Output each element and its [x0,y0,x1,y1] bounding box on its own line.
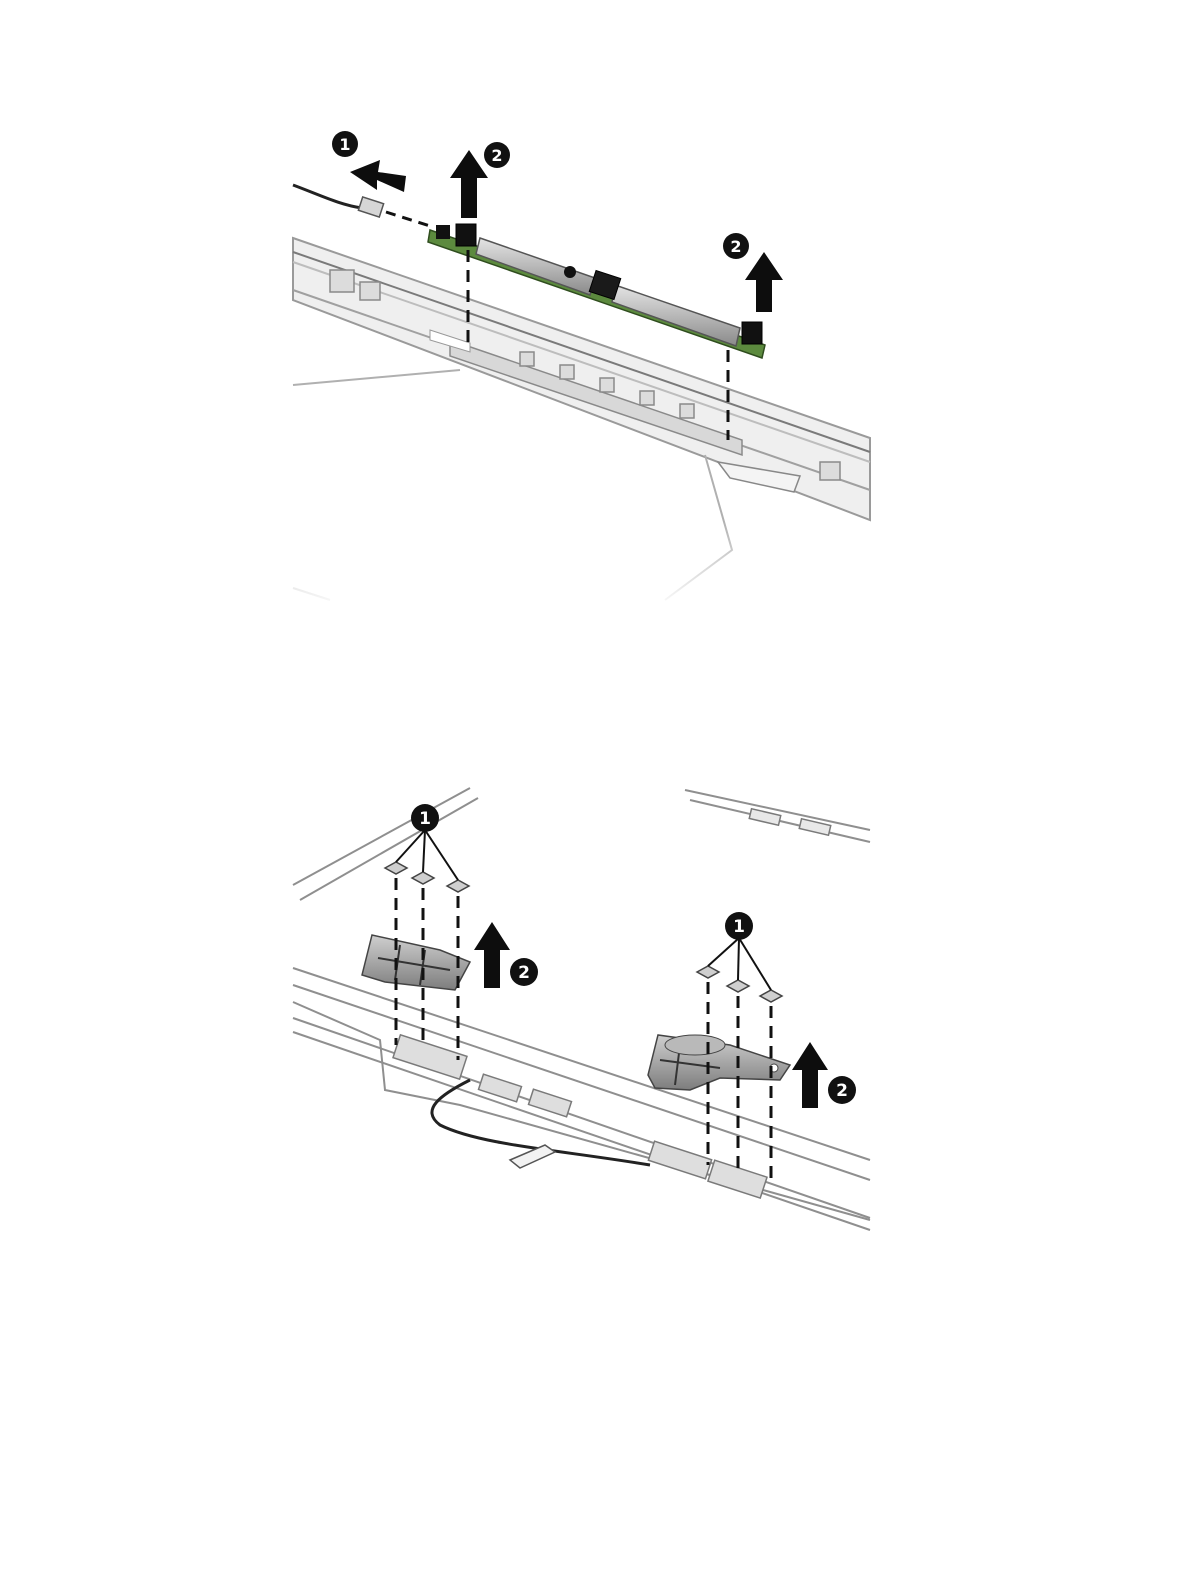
display-frame [293,788,870,1230]
camera-cable [293,185,430,226]
hinge-removal-drawing: 1 2 1 2 [0,700,1189,1584]
svg-text:2: 2 [730,237,741,256]
callout-2: 2 [723,233,749,259]
callout-1: 1 [411,804,439,832]
webcam-removal-drawing: 1 2 2 [0,0,1189,700]
callout-2: 2 [510,958,538,986]
svg-text:2: 2 [836,1081,848,1101]
lift-arrow-right-hinge [792,1042,828,1108]
webcam-removal-illustration: 1 2 2 [0,0,1189,700]
lift-arrow-left [450,150,488,218]
remove-arrow-left [350,160,406,192]
svg-text:2: 2 [491,146,502,165]
hinge-removal-illustration: 1 2 1 2 [0,700,1189,1584]
callout-2: 2 [484,142,510,168]
callout-1: 1 [332,131,358,157]
lift-arrow-right [745,252,783,312]
screw-alignment-lines [396,878,771,1180]
svg-text:1: 1 [339,135,350,154]
svg-text:1: 1 [419,809,431,829]
callout-1: 1 [725,912,753,940]
svg-text:1: 1 [733,917,745,937]
hinge-left [362,935,470,990]
callout-2: 2 [828,1076,856,1104]
svg-text:2: 2 [518,963,530,983]
hinge-right [648,1035,790,1090]
lift-arrow-left-hinge [474,922,510,988]
